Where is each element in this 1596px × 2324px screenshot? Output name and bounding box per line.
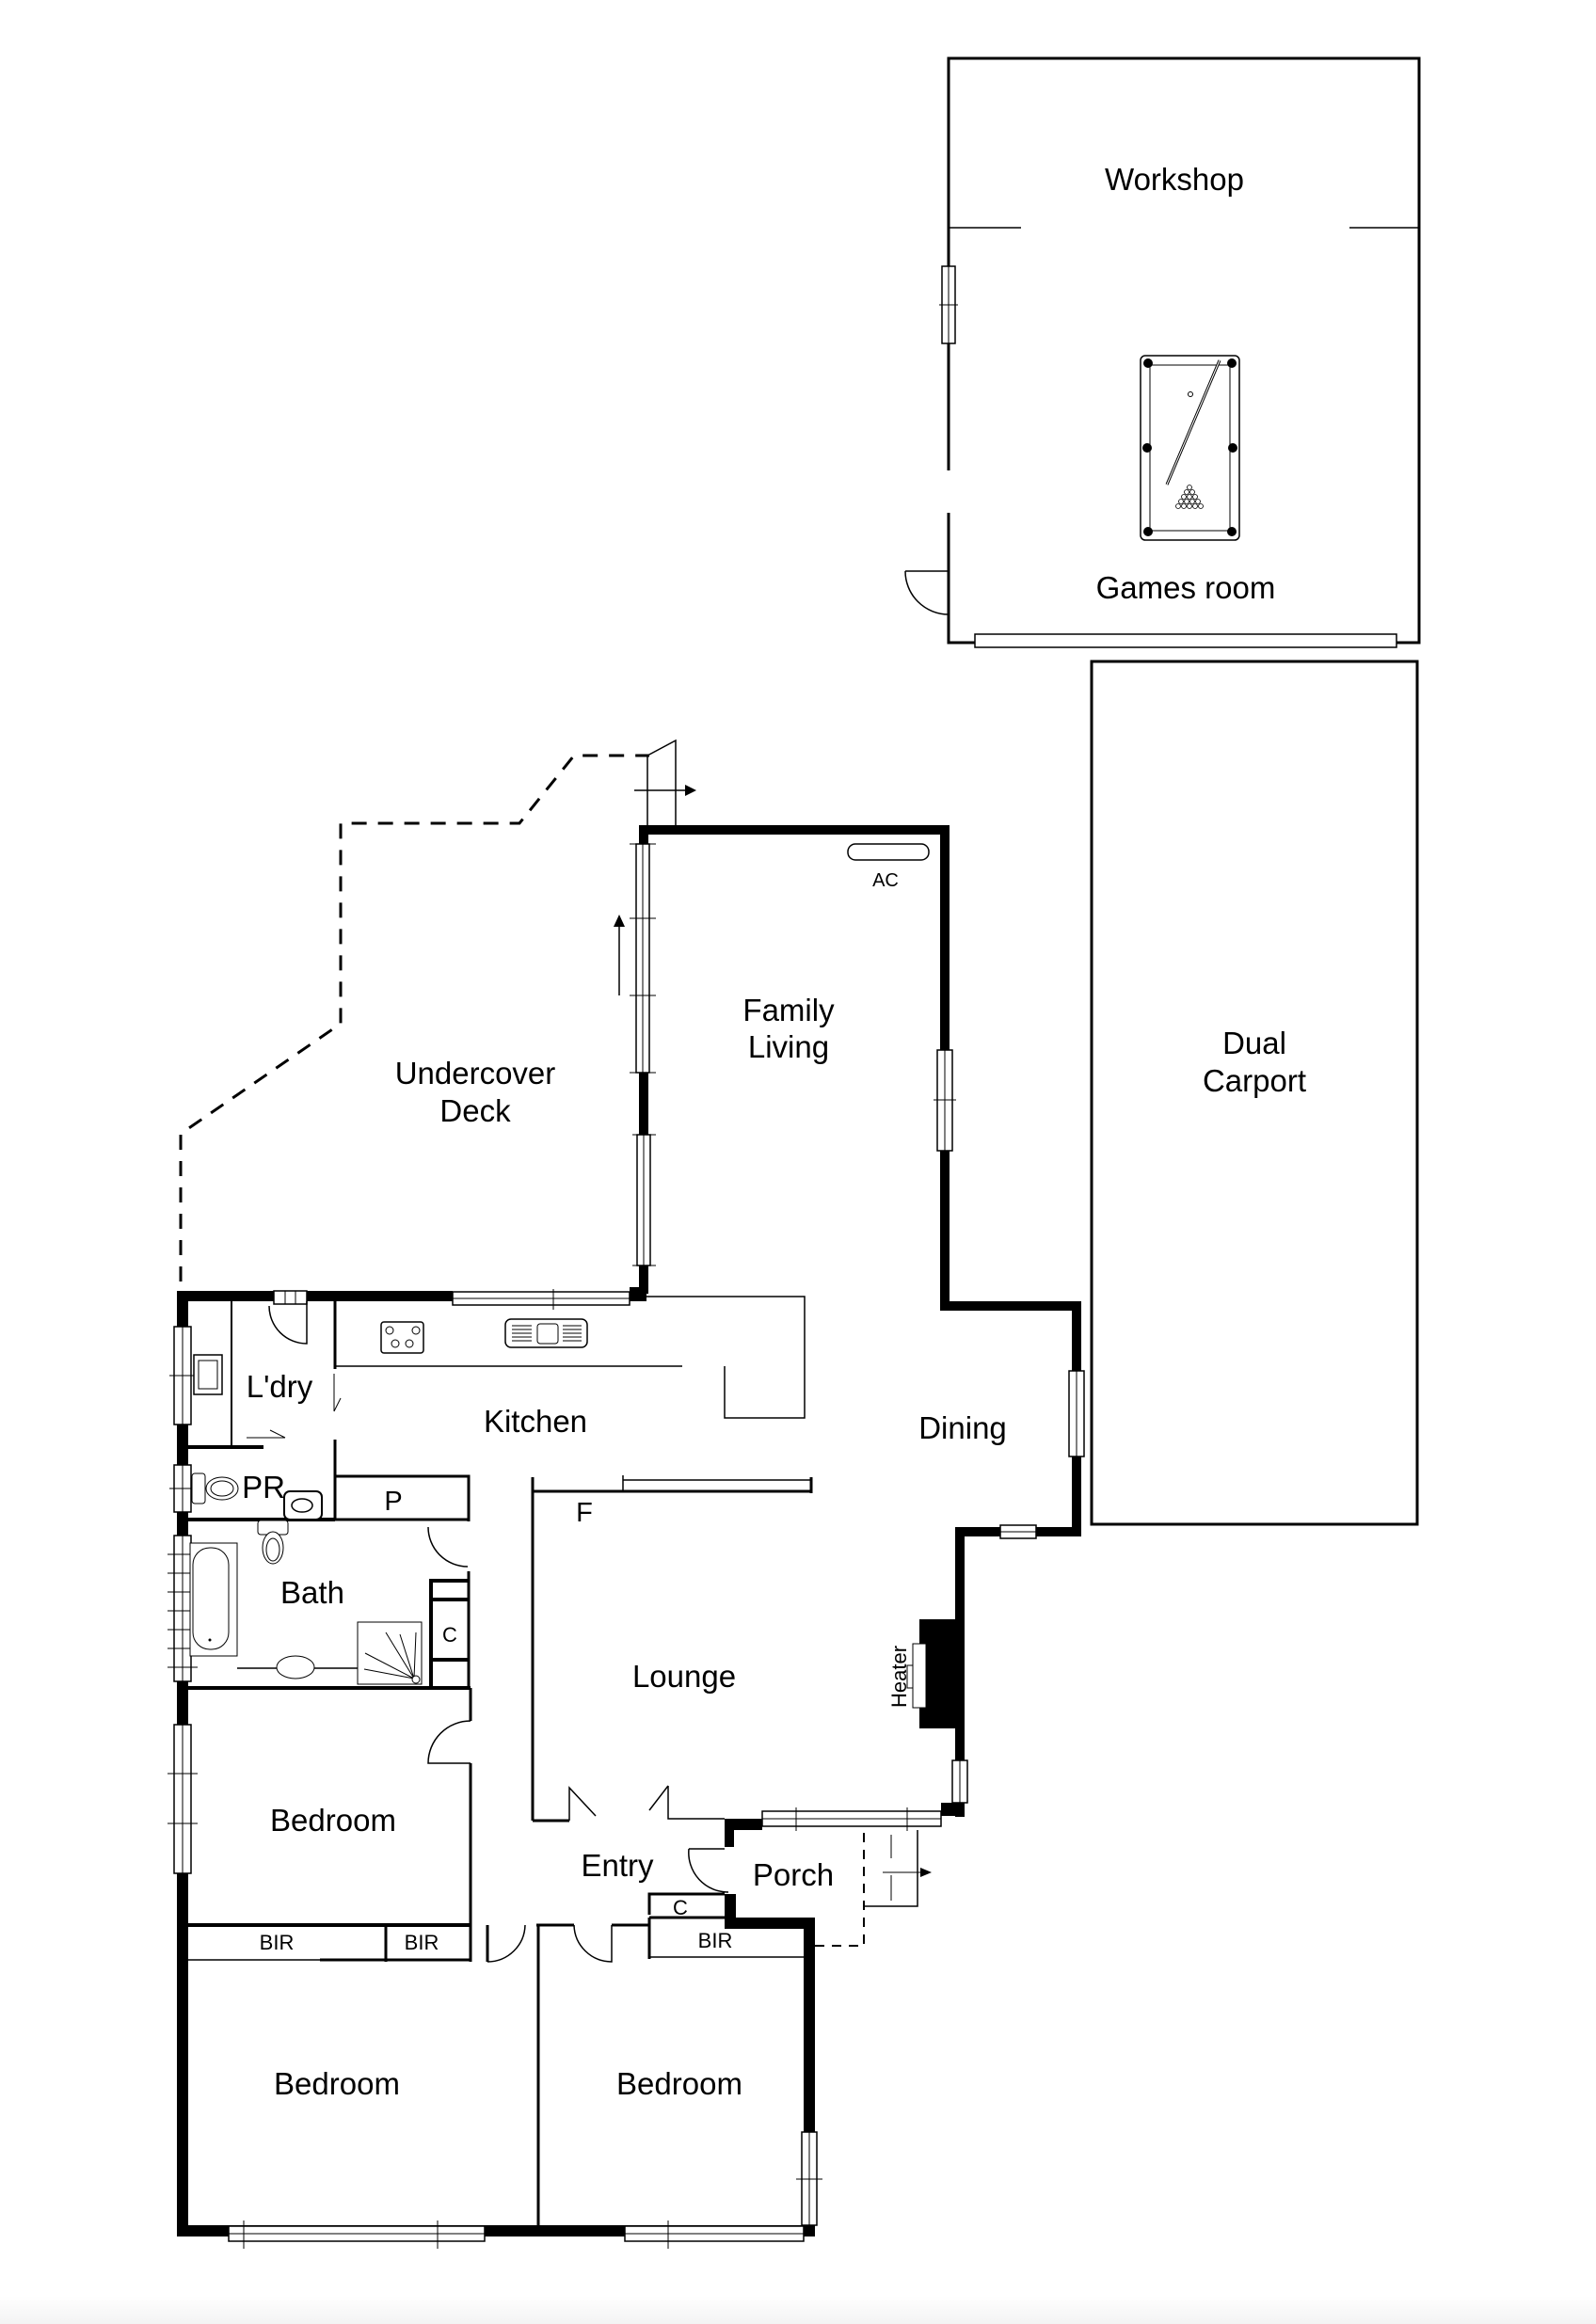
room-label-family-line2: Living: [748, 1029, 829, 1064]
room-label-pantry: P: [384, 1487, 402, 1517]
bottom-fade-band: [0, 2296, 1596, 2324]
cooktop-icon: [380, 1321, 424, 1354]
room-label-family-line1: Family: [742, 993, 835, 1027]
room-label-deck-line2: Deck: [439, 1093, 511, 1128]
windows: [168, 843, 1085, 2249]
room-label-dining: Dining: [918, 1410, 1007, 1445]
outbuilding-workshop-games: Workshop Games room: [904, 56, 1421, 648]
air-conditioner-icon: [847, 843, 930, 861]
room-label-workshop: Workshop: [1105, 162, 1244, 197]
room-label-bir-1: BIR: [260, 1931, 295, 1954]
room-label-bir-3: BIR: [698, 1929, 733, 1952]
room-label-lounge: Lounge: [632, 1659, 736, 1694]
undercover-deck: Undercover Deck: [179, 739, 696, 1281]
main-house-walls: [177, 825, 1081, 2236]
sink-icon: [504, 1318, 588, 1348]
room-label-deck-line1: Undercover: [395, 1056, 556, 1090]
room-label-bedroom-3: Bedroom: [616, 2066, 742, 2101]
room-label-entry: Entry: [581, 1848, 654, 1883]
label-ac: AC: [872, 870, 899, 891]
room-labels: AC Family Living L'dry Kitchen Dining PR…: [242, 870, 1007, 2101]
pool-table-icon: [1140, 355, 1240, 541]
room-label-bedroom-2: Bedroom: [274, 2066, 400, 2101]
room-label-laundry: L'dry: [247, 1369, 313, 1404]
room-label-fridge: F: [576, 1498, 593, 1528]
room-label-bath-cupboard: C: [442, 1623, 457, 1647]
room-label-games-room: Games room: [1096, 570, 1276, 605]
room-label-powder-room: PR: [242, 1470, 285, 1504]
room-label-bir-2: BIR: [405, 1931, 439, 1954]
room-label-porch: Porch: [753, 1857, 834, 1892]
room-label-bedroom-1: Bedroom: [270, 1803, 396, 1838]
room-label-bath: Bath: [280, 1575, 344, 1610]
carport: Dual Carport: [1090, 660, 1419, 1526]
label-heater: Heater: [887, 1646, 911, 1708]
room-label-carport-line1: Dual: [1222, 1026, 1286, 1060]
room-label-carport-line2: Carport: [1203, 1063, 1306, 1098]
interior: [188, 843, 932, 2230]
room-label-kitchen: Kitchen: [484, 1404, 587, 1439]
room-label-entry-cupboard: C: [673, 1896, 688, 1919]
